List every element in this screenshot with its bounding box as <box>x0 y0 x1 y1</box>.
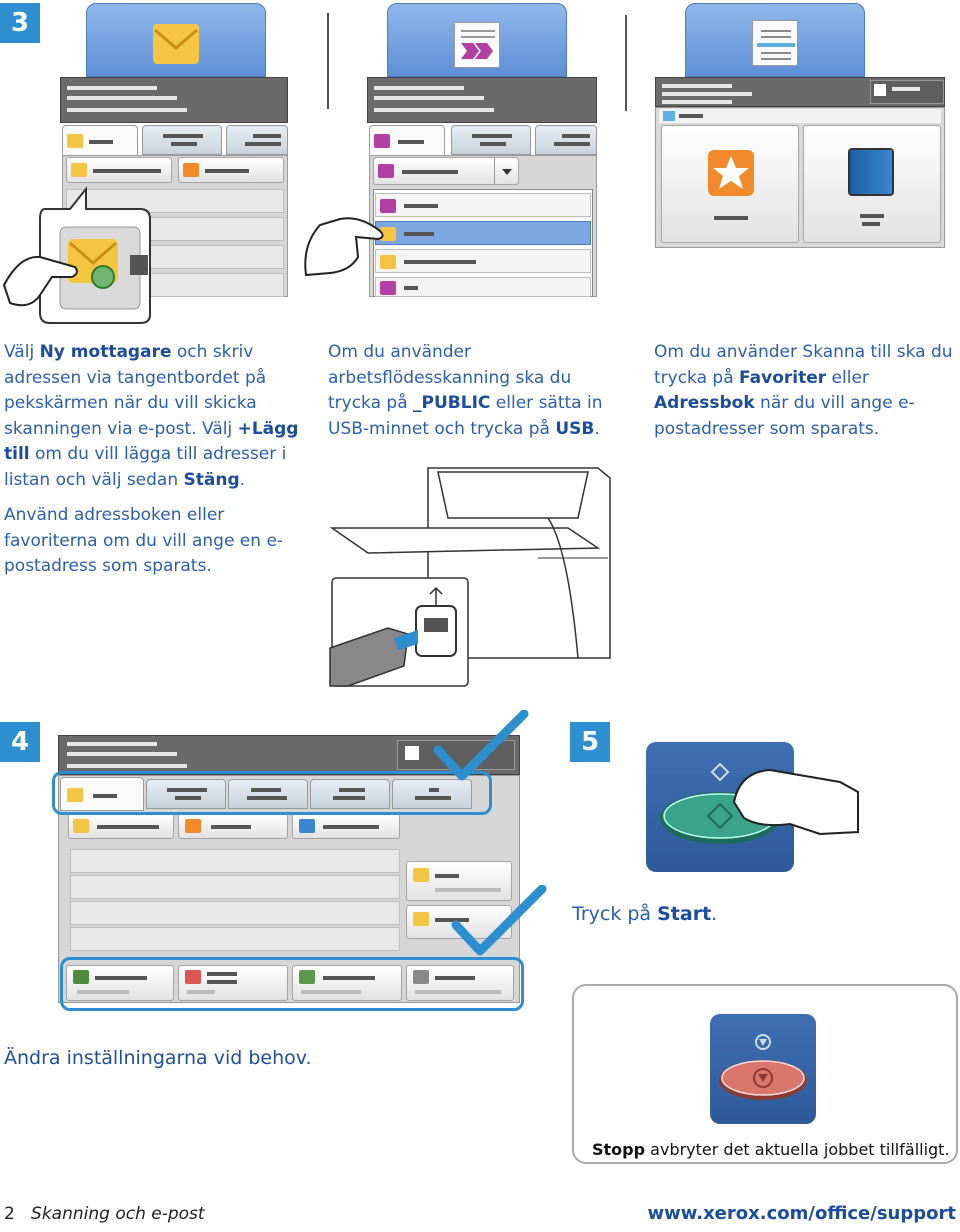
scan-to-screen-illustration <box>625 3 945 248</box>
list-item[interactable] <box>375 249 591 273</box>
details-button[interactable] <box>406 861 512 901</box>
tab-3[interactable] <box>228 779 308 809</box>
tab-5[interactable] <box>392 779 472 809</box>
step5-text: Tryck på Start. <box>572 903 718 925</box>
tabs-highlight <box>52 771 492 815</box>
tab-3[interactable] <box>226 125 288 155</box>
original-type-button[interactable] <box>292 965 402 1001</box>
file-name-button[interactable] <box>406 965 514 1001</box>
envelope-icon <box>153 24 199 64</box>
step3-col3-text: Om du använder Skanna till ska du trycka… <box>654 342 953 439</box>
step3-col1-text: Välj Ny mottagare och skriv adressen via… <box>4 342 299 490</box>
footer-section: 2 Skanning och e-post <box>4 1204 205 1224</box>
list-item-public[interactable] <box>375 221 591 245</box>
workflow-select[interactable] <box>373 157 519 185</box>
favorites-button[interactable] <box>178 813 288 839</box>
new-recipient-button[interactable] <box>68 813 174 839</box>
step3-col2-text: Om du använder arbetsflödesskanning ska … <box>328 342 603 439</box>
new-recipient-button[interactable] <box>66 157 172 183</box>
workflow-screen-illustration <box>327 3 597 297</box>
hand-pressing-icon <box>732 768 859 836</box>
step-4-badge: 4 <box>0 722 40 762</box>
favorites-button[interactable] <box>178 157 284 183</box>
color-output-button[interactable] <box>66 965 174 1001</box>
footer-url-link[interactable]: www.xerox.com/office/support <box>647 1203 957 1224</box>
workflow-icon <box>454 22 500 68</box>
step-3-badge: 3 <box>0 3 40 43</box>
hand-pointer-icon <box>304 217 384 277</box>
options-highlight <box>60 957 524 1011</box>
tab-email[interactable] <box>62 125 138 157</box>
sides-button[interactable] <box>178 965 288 1001</box>
list-item[interactable] <box>375 193 591 217</box>
address-book-tile[interactable] <box>803 125 941 243</box>
step-5-badge: 5 <box>570 722 610 762</box>
stop-text: Stopp avbryter det aktuella jobbet tillf… <box>592 1140 950 1159</box>
favorites-tile[interactable] <box>661 125 799 243</box>
screen-header <box>60 77 288 123</box>
list-item-usb[interactable] <box>375 277 591 297</box>
step4-text: Ändra inställningarna vid behov. <box>4 1047 312 1069</box>
tab-email[interactable] <box>60 777 144 811</box>
stop-button-illustration <box>710 1014 816 1124</box>
stop-info-box: Stopp avbryter det aktuella jobbet tillf… <box>572 984 958 1164</box>
tab-4[interactable] <box>310 779 390 809</box>
checkmark-icon <box>433 710 529 781</box>
tab-workflow[interactable] <box>369 125 445 157</box>
address-book-button[interactable] <box>292 813 400 839</box>
checkmark-icon <box>451 885 547 956</box>
scanner-icon <box>752 20 798 66</box>
step3-col1-text-2: Använd adressboken eller favoriterna om … <box>4 505 284 576</box>
tab-2[interactable] <box>142 125 222 155</box>
printer-usb-illustration <box>329 467 611 687</box>
workflow-app-button <box>387 3 567 77</box>
scan-to-app-button <box>685 3 865 77</box>
tab-2[interactable] <box>146 779 226 809</box>
email-app-button <box>86 3 266 77</box>
magnified-new-recipient-callout <box>2 186 151 324</box>
